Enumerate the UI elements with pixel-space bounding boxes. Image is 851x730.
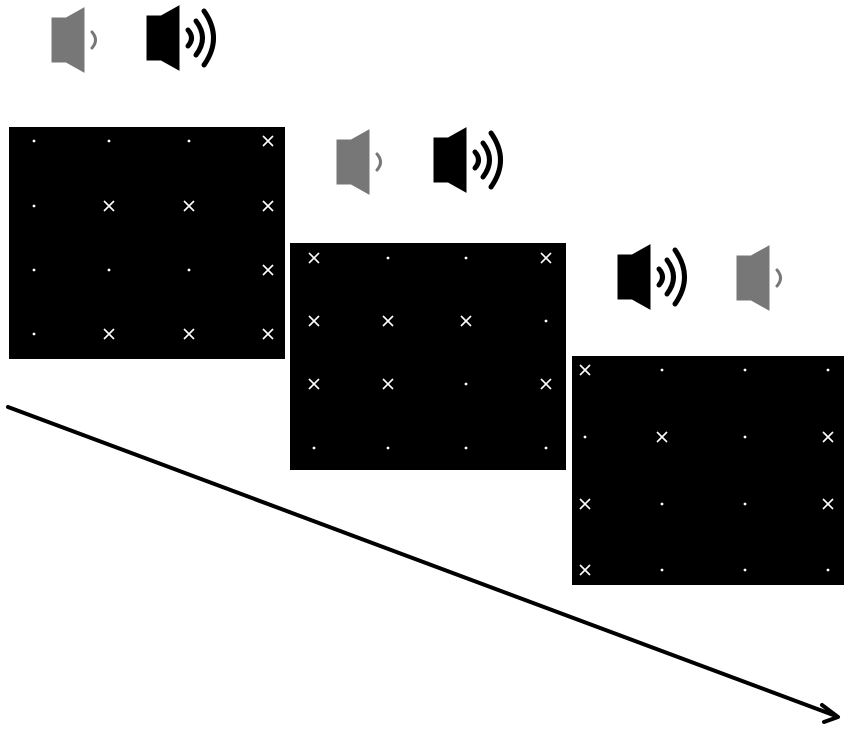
dot-mark: [583, 435, 587, 439]
cross-mark: [308, 252, 320, 264]
cross-mark: [308, 378, 320, 390]
dot-mark: [187, 268, 191, 272]
cross-mark: [262, 328, 274, 340]
dot-mark: [660, 502, 664, 506]
dot-mark: [32, 268, 36, 272]
cross-mark: [262, 200, 274, 212]
cross-mark: [103, 200, 115, 212]
dot-mark: [826, 568, 830, 572]
dot-mark: [743, 502, 747, 506]
cross-mark: [579, 564, 591, 576]
dot-mark: [743, 368, 747, 372]
cross-mark: [382, 315, 394, 327]
cross-mark: [103, 328, 115, 340]
speaker-high-volume-icon: [618, 245, 685, 309]
cross-mark: [308, 315, 320, 327]
dot-mark: [743, 568, 747, 572]
time-arrow: [6, 405, 840, 724]
dot-mark: [544, 319, 548, 323]
dot-mark: [743, 435, 747, 439]
cross-mark: [822, 498, 834, 510]
dot-mark: [107, 139, 111, 143]
dot-mark: [187, 139, 191, 143]
stimulus-panel: [572, 356, 844, 585]
cross-mark: [540, 378, 552, 390]
cross-mark: [262, 135, 274, 147]
dot-mark: [32, 204, 36, 208]
trial-2: [290, 128, 566, 470]
dot-mark: [32, 139, 36, 143]
cross-mark: [460, 315, 472, 327]
cross-mark: [540, 252, 552, 264]
dot-mark: [386, 256, 390, 260]
cross-mark: [183, 328, 195, 340]
stimulus-panel: [290, 243, 566, 470]
dot-mark: [32, 332, 36, 336]
cross-mark: [183, 200, 195, 212]
speaker-low-volume-icon: [335, 128, 382, 196]
dot-mark: [660, 568, 664, 572]
dot-mark: [544, 446, 548, 450]
dot-mark: [107, 268, 111, 272]
cross-mark: [822, 431, 834, 443]
arrow-icon: [820, 703, 840, 724]
trial-1: [9, 6, 285, 359]
stimulus-panel: [9, 127, 285, 359]
trial-3: [572, 245, 844, 585]
cross-mark: [262, 264, 274, 276]
dot-mark: [386, 446, 390, 450]
dot-mark: [464, 382, 468, 386]
speaker-low-volume-icon: [50, 6, 97, 74]
cross-mark: [579, 364, 591, 376]
dot-mark: [464, 256, 468, 260]
trials-layer: [9, 6, 844, 585]
dot-mark: [660, 368, 664, 372]
cross-mark: [579, 498, 591, 510]
speaker-low-volume-icon: [735, 244, 782, 312]
cross-mark: [656, 431, 668, 443]
speaker-high-volume-icon: [434, 128, 501, 192]
dot-mark: [826, 368, 830, 372]
dot-mark: [464, 446, 468, 450]
speaker-high-volume-icon: [147, 6, 214, 70]
cross-mark: [382, 378, 394, 390]
dot-mark: [312, 446, 316, 450]
